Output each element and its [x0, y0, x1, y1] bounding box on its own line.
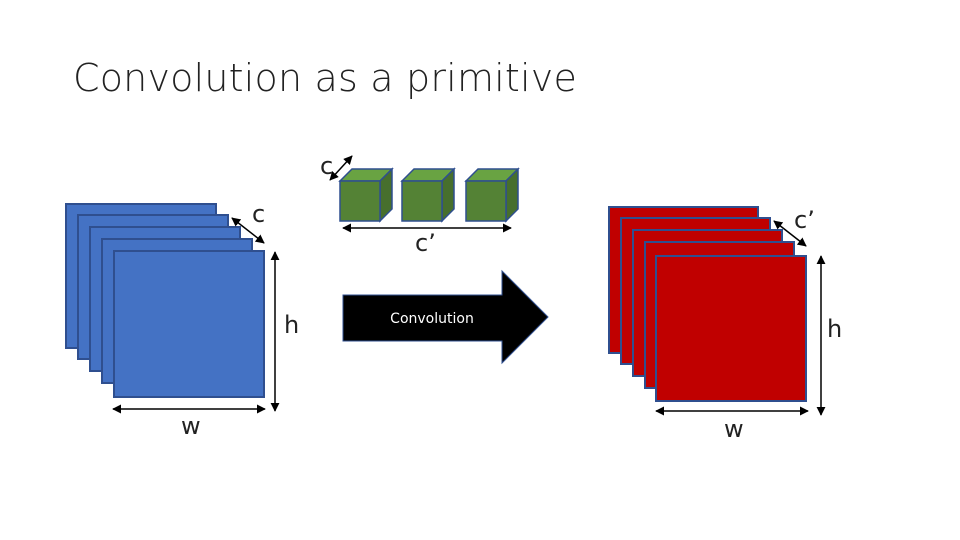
filter-cube-3: [464, 167, 520, 223]
input-sheet-5: [113, 250, 265, 398]
slide-title: Convolution as a primitive: [73, 56, 578, 100]
input-depth-arrow: [231, 217, 265, 244]
cube-front-face: [465, 180, 507, 222]
output-depth-label: c’: [794, 206, 815, 234]
input-feature-map-stack: [65, 203, 265, 398]
output-width-label: w: [724, 415, 744, 443]
cube-front-face: [401, 180, 443, 222]
output-depth-arrow: [773, 220, 807, 247]
cube-front-face: [339, 180, 381, 222]
output-sheet-5: [655, 255, 807, 402]
input-height-label: h: [284, 311, 299, 339]
filter-count-label: c’: [415, 229, 436, 257]
input-depth-label: c: [252, 200, 265, 228]
input-width-label: w: [181, 412, 201, 440]
filter-depth-arrow: [329, 155, 353, 181]
convolution-arrow: [342, 269, 549, 365]
filter-depth-label: c: [320, 152, 333, 180]
output-height-label: h: [827, 315, 842, 343]
filter-cube-2: [400, 167, 456, 223]
convolution-label: Convolution: [390, 311, 474, 327]
filter-cubes: [338, 167, 520, 223]
output-feature-map-stack: [608, 206, 807, 402]
filter-cube-1: [338, 167, 394, 223]
